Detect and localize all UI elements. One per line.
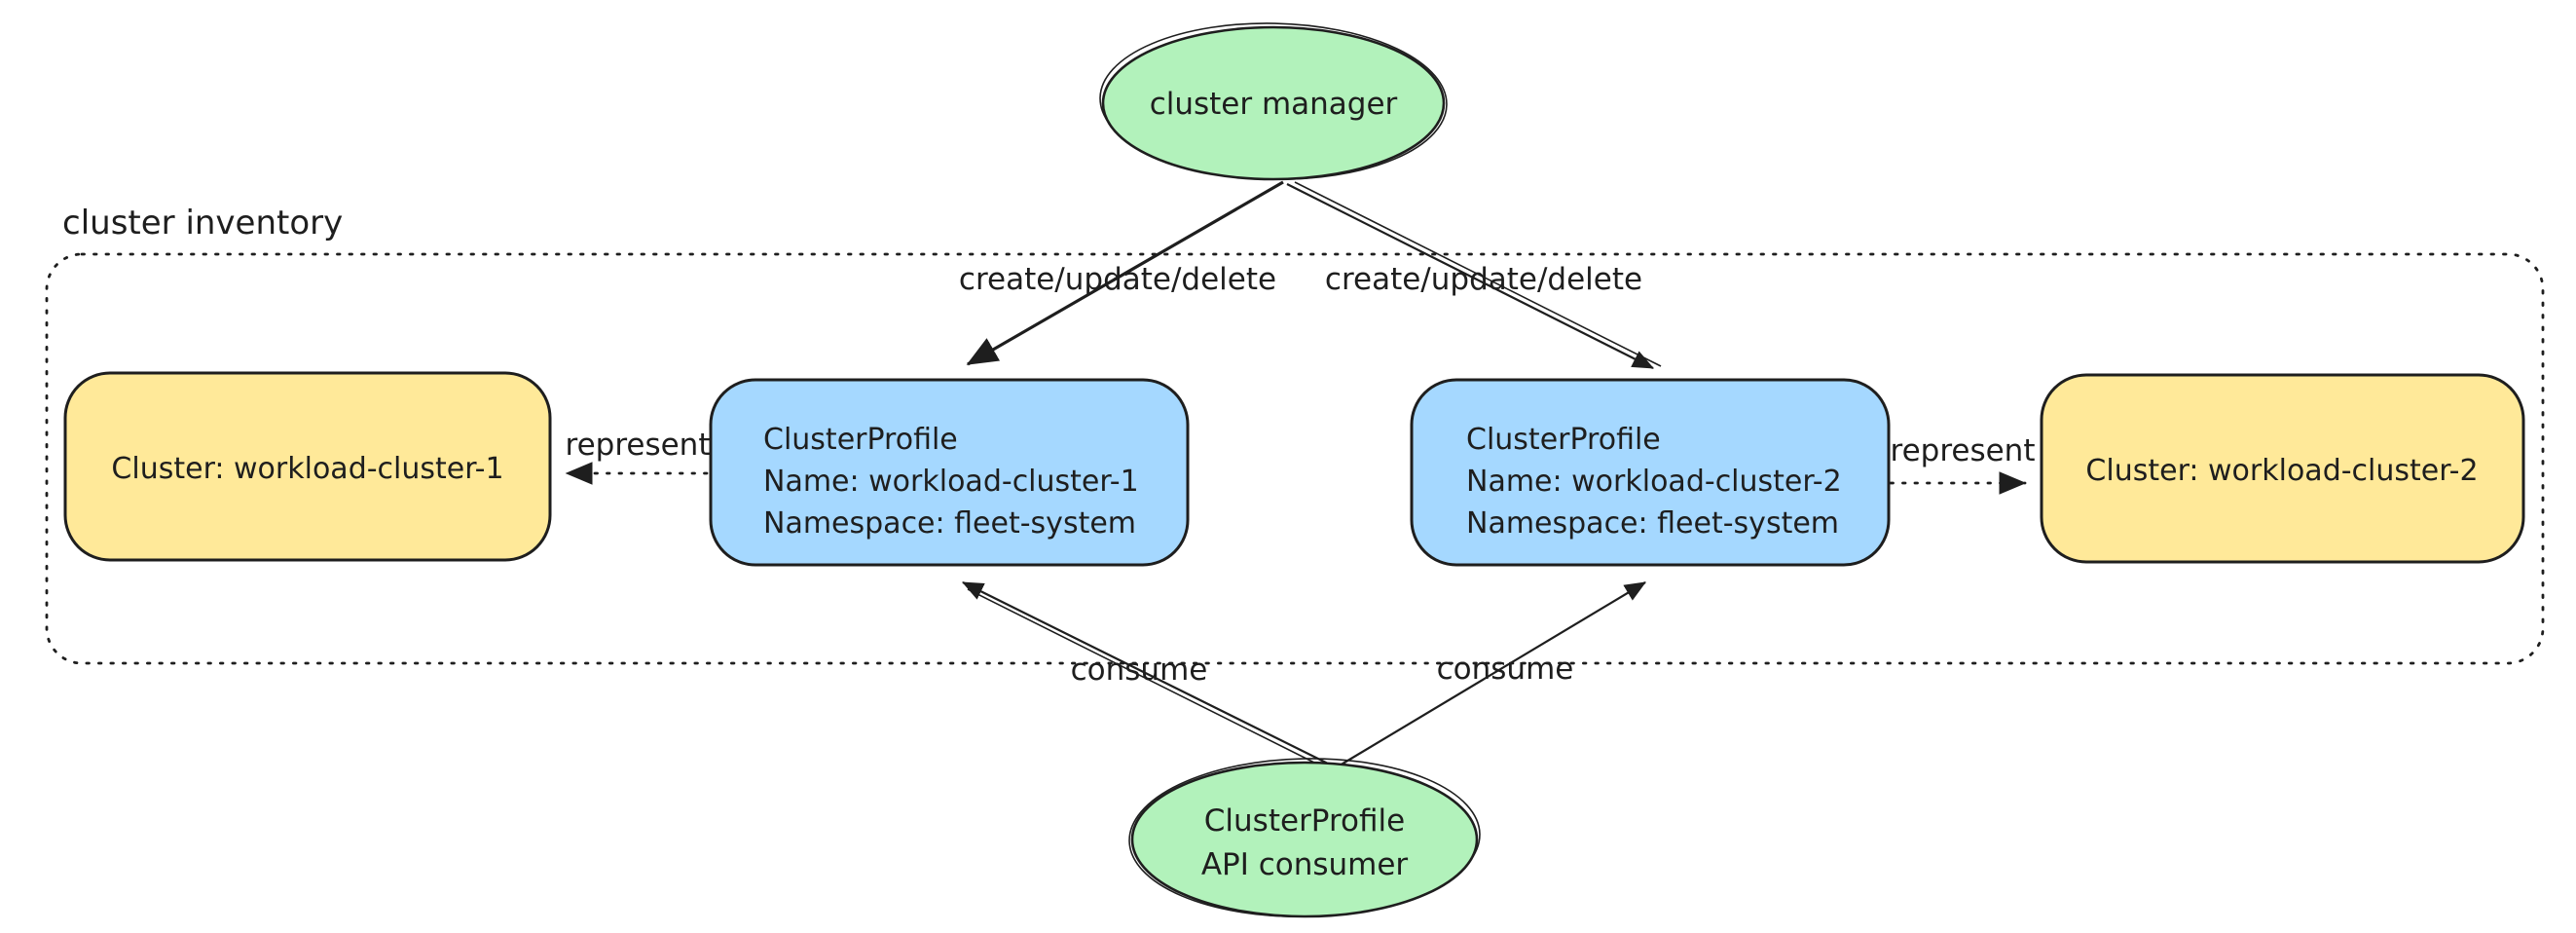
node-api-consumer-label-line1: ClusterProfile [1204, 803, 1405, 839]
edge-consume-2 [1339, 581, 1646, 766]
cluster-inventory-group: cluster inventory [45, 204, 2545, 665]
node-cluster-manager: cluster manager [1099, 22, 1448, 181]
node-profile-2-line3: Namespace: fleet-system [1466, 506, 1839, 541]
edge-label-represent-2: represent [1891, 433, 2036, 468]
node-cluster-2: Cluster: workload-cluster-2 [2040, 373, 2525, 564]
node-profile-2-line1: ClusterProfile [1466, 423, 1661, 457]
node-cluster-manager-shape [1101, 25, 1446, 181]
node-api-consumer-shape [1130, 761, 1479, 918]
edge-label-create-1: create/update/delete [959, 262, 1276, 297]
node-cluster-1: Cluster: workload-cluster-1 [63, 371, 552, 562]
edge-label-consume-1: consume [1071, 653, 1208, 688]
node-cluster-manager-label: cluster manager [1150, 87, 1398, 122]
node-cluster-1-shape [63, 371, 552, 562]
node-profile-2: ClusterProfile Name: workload-cluster-2 … [1410, 378, 1891, 567]
cluster-inventory-boundary [45, 252, 2545, 665]
edge-consume-1 [962, 581, 1333, 766]
edge-labels: create/update/delete create/update/delet… [566, 262, 2036, 688]
edges [565, 180, 2027, 772]
node-cluster-2-shape [2040, 373, 2525, 564]
node-profile-2-shape [1410, 378, 1891, 567]
edge-create-2-echo [1294, 181, 1662, 367]
node-profile-1-shape [709, 378, 1190, 567]
node-cluster-1-label: Cluster: workload-cluster-1 [111, 452, 503, 486]
node-profile-1-line1: ClusterProfile [763, 423, 958, 457]
cluster-inventory-label: cluster inventory [62, 204, 343, 243]
edge-label-represent-1: represent [566, 428, 711, 463]
node-api-consumer-label-line2: API consumer [1201, 847, 1409, 882]
node-api-consumer: ClusterProfile API consumer [1128, 758, 1481, 918]
node-profile-2-line2: Name: workload-cluster-2 [1466, 465, 1842, 499]
node-profile-1: ClusterProfile Name: workload-cluster-1 … [709, 378, 1190, 567]
node-profile-1-line2: Name: workload-cluster-1 [763, 465, 1139, 499]
edge-create-2 [1286, 183, 1654, 369]
node-profile-1-line3: Namespace: fleet-system [763, 506, 1136, 541]
edge-label-create-2: create/update/delete [1325, 262, 1642, 297]
edge-create-1 [966, 180, 1284, 366]
node-cluster-2-label: Cluster: workload-cluster-2 [2085, 454, 2478, 488]
edge-label-consume-2: consume [1437, 652, 1574, 687]
edge-consume-1-echo [967, 588, 1333, 772]
